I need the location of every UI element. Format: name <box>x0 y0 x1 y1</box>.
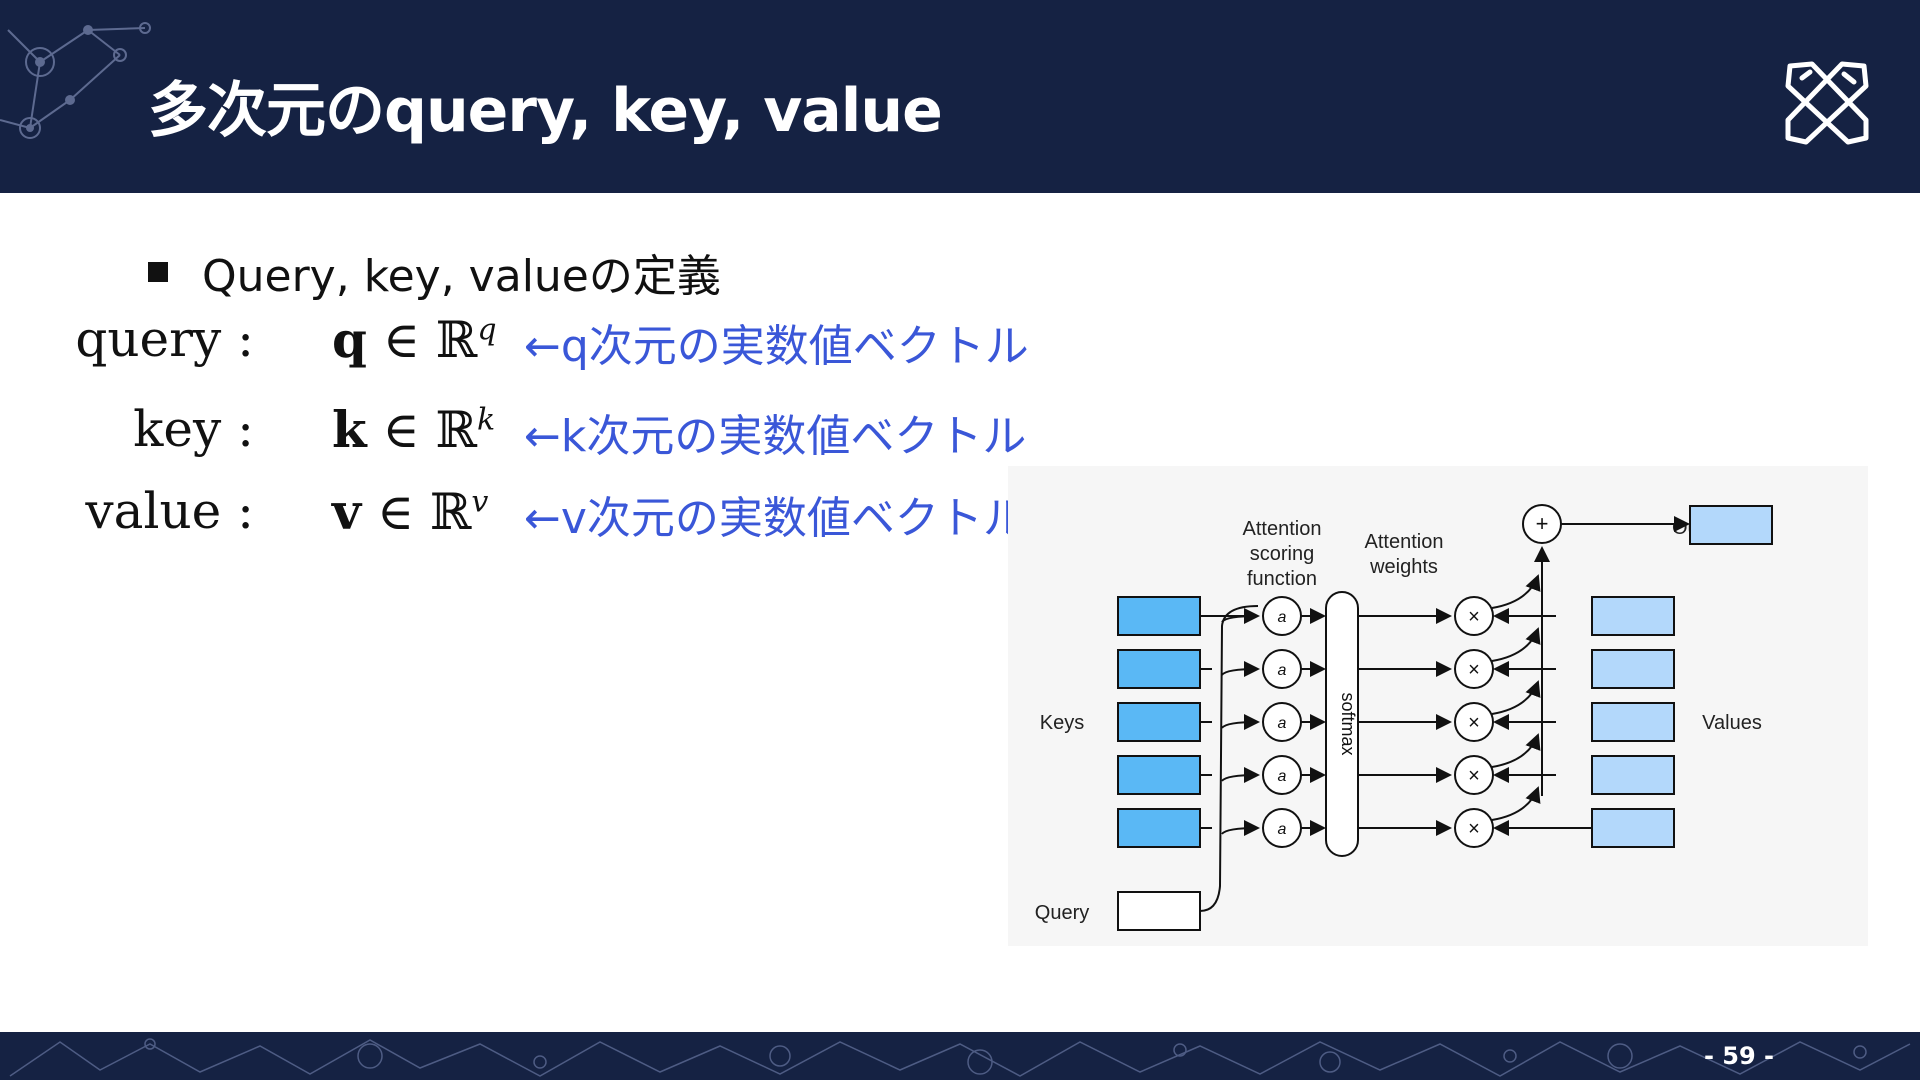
sum-branch <box>1491 627 1541 662</box>
key-box <box>1117 702 1201 742</box>
definition-note: ←k次元の実数値ベクトル <box>524 411 1027 462</box>
network-decoration-icon <box>0 22 151 139</box>
multiply-symbol: × <box>1468 765 1480 787</box>
softmax-block <box>1325 591 1359 857</box>
sum-branch <box>1491 574 1541 609</box>
attention-diagram-svg: Attention scoring function Attention wei… <box>1035 504 1773 931</box>
footer-network-decoration-icon <box>9 1038 1911 1077</box>
value-box <box>1591 808 1675 848</box>
values-label: Values <box>1702 712 1762 734</box>
query-branch <box>1221 820 1260 837</box>
key-box <box>1117 649 1201 689</box>
definition-label: query : <box>75 310 254 368</box>
definition-note: ←q次元の実数値ベクトル <box>524 321 1029 372</box>
definition-row-value: value : v ∈ ℝv ←v次元の実数値ベクトル <box>0 482 1100 552</box>
key-box <box>1117 596 1201 636</box>
definition-label: key : <box>133 400 254 458</box>
page-number: - 59 - <box>1703 1042 1774 1070</box>
sum-branch <box>1491 733 1541 768</box>
score-node-label: a <box>1278 715 1287 732</box>
slide-title: 多次元のquery, key, value <box>148 76 943 146</box>
scoring-label-line1: Attention <box>1243 518 1322 540</box>
value-box <box>1591 596 1675 636</box>
definition-math: q ∈ ℝq <box>332 310 497 369</box>
sum-branch <box>1491 680 1541 715</box>
bullet-item: Query, key, valueの定義 <box>148 240 721 304</box>
value-box <box>1591 649 1675 689</box>
math-symbol: k <box>332 400 367 459</box>
multiply-symbol: × <box>1468 606 1480 628</box>
softmax-label: softmax <box>1338 692 1358 755</box>
scoring-label-line2: scoring <box>1250 543 1314 565</box>
multiply-symbol: × <box>1468 818 1480 840</box>
output-box <box>1689 505 1773 545</box>
definition-row-query: query : q ∈ ℝq ←q次元の実数値ベクトル <box>0 310 1100 380</box>
query-branch <box>1221 714 1260 731</box>
crossed-tools-logo-icon <box>1785 61 1869 145</box>
key-box <box>1117 755 1201 795</box>
slide-footer: - 59 - <box>0 1032 1920 1080</box>
query-box <box>1117 891 1201 931</box>
bullet-square-icon <box>148 262 168 282</box>
definition-label: value : <box>85 482 254 540</box>
multiply-symbol: × <box>1468 712 1480 734</box>
key-box <box>1117 808 1201 848</box>
scoring-label-line3: function <box>1247 568 1317 590</box>
weights-label-line1: Attention <box>1365 531 1444 553</box>
value-box <box>1591 702 1675 742</box>
score-node-label: a <box>1278 662 1287 679</box>
score-node-label: a <box>1278 768 1287 785</box>
attention-diagram: Attention scoring function Attention wei… <box>1008 466 1868 946</box>
definition-math: v ∈ ℝv <box>332 482 489 541</box>
slide-header: 多次元のquery, key, value <box>0 0 1920 193</box>
definition-note: ←v次元の実数値ベクトル <box>524 493 1027 544</box>
query-branch <box>1221 767 1260 784</box>
query-label: Query <box>1035 902 1089 924</box>
plus-symbol: + <box>1536 511 1549 536</box>
query-branch <box>1221 661 1260 678</box>
math-symbol: v <box>332 482 362 541</box>
value-box <box>1591 755 1675 795</box>
query-branch <box>1221 608 1260 625</box>
definition-row-key: key : k ∈ ℝk ←k次元の実数値ベクトル <box>0 400 1100 470</box>
math-superscript: k <box>477 402 496 438</box>
multiply-symbol: × <box>1468 659 1480 681</box>
bullet-text: Query, key, valueの定義 <box>202 251 721 302</box>
math-superscript: v <box>471 484 489 520</box>
score-node-label: a <box>1278 609 1287 626</box>
score-node-label: a <box>1278 821 1287 838</box>
keys-label: Keys <box>1040 712 1084 734</box>
definition-math: k ∈ ℝk <box>332 400 496 459</box>
math-symbol: q <box>332 310 367 369</box>
sum-branch <box>1491 786 1541 821</box>
math-superscript: q <box>477 312 497 348</box>
weights-label-line2: weights <box>1369 556 1438 578</box>
